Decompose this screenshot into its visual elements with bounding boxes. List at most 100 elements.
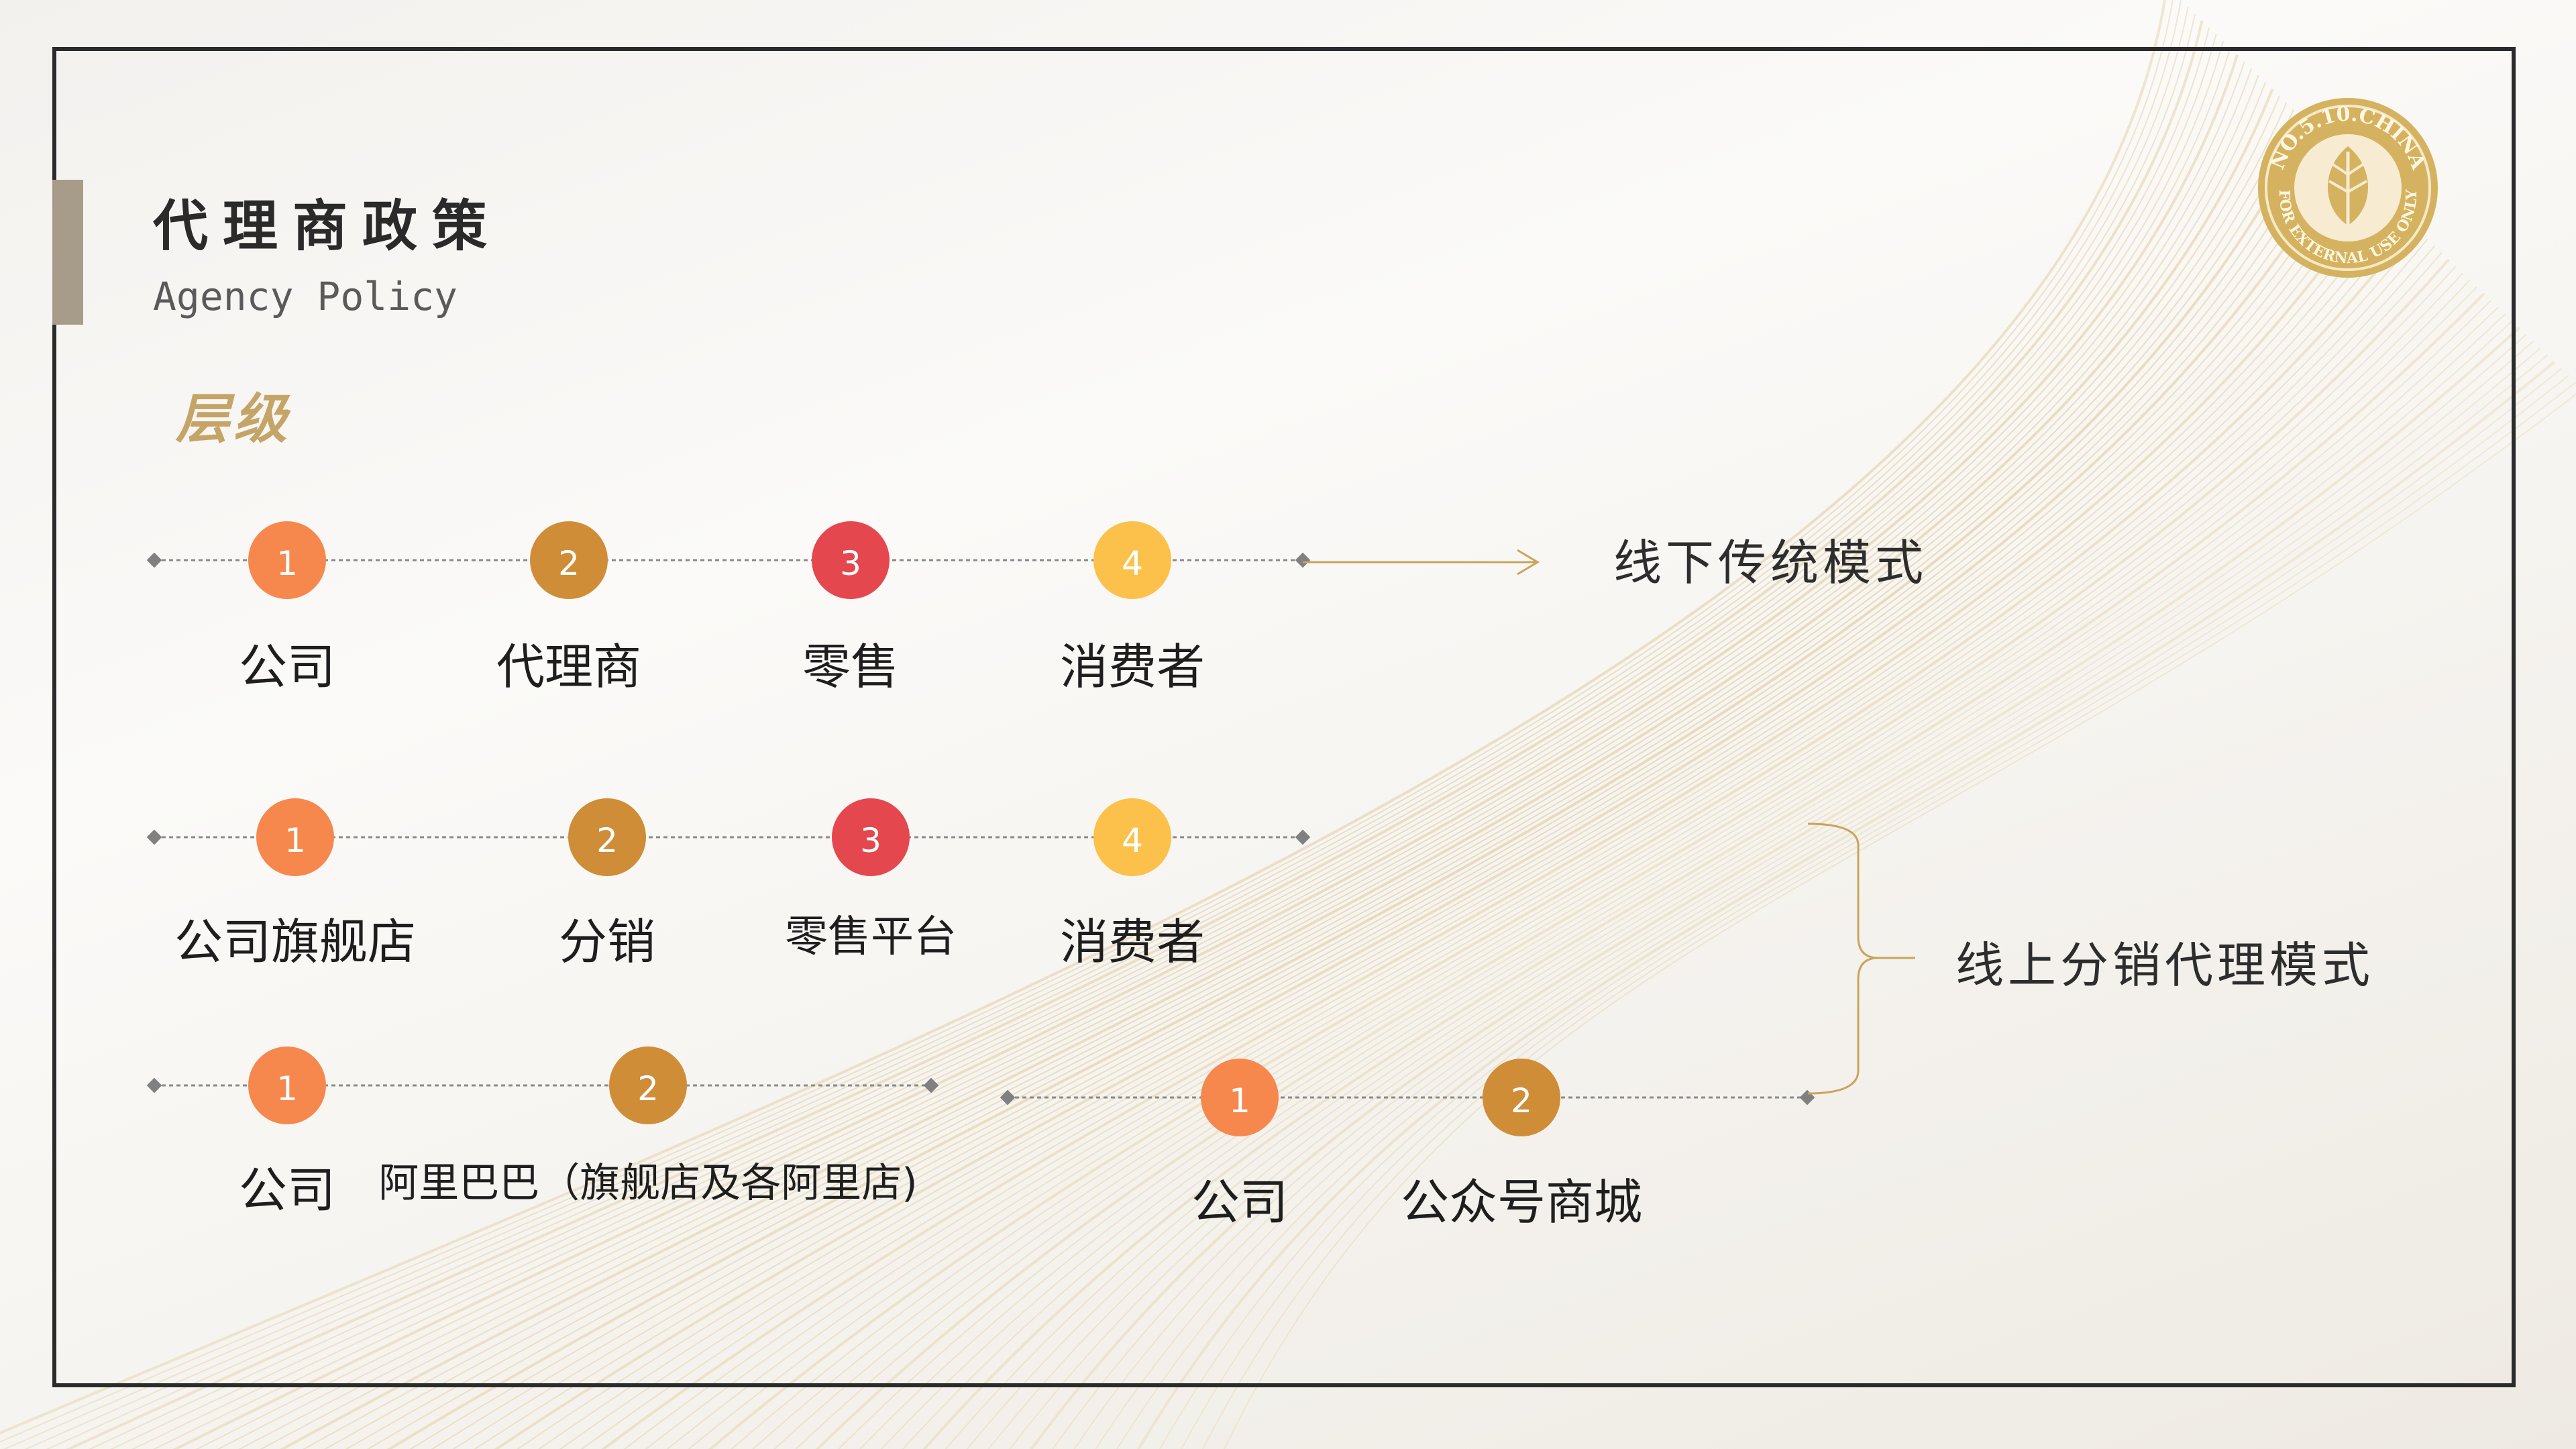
step-number: 2: [558, 544, 580, 583]
step-label: 消费者: [1059, 639, 1205, 695]
swirl-line: [1095, 347, 2541, 1449]
swirl-line: [922, 292, 2485, 1449]
step-circle: [1483, 1059, 1560, 1136]
line-endpoint-marker: [1000, 1089, 1016, 1106]
page-title: 代理商政策: [153, 194, 502, 258]
swirl-line: [987, 313, 2506, 1449]
swirl-line: [0, 0, 2174, 1443]
step-circle: [1093, 798, 1171, 876]
swirl-line: [195, 61, 2245, 1449]
swirl-line: [366, 115, 2302, 1449]
swirl-line: [837, 266, 2457, 1449]
arrow-head-icon: [1517, 549, 1540, 576]
swirl-line: [945, 300, 2492, 1449]
swirl-line: [280, 88, 2274, 1449]
line-endpoint-marker: [146, 829, 162, 845]
step-number: 2: [596, 821, 618, 860]
step-label: 零售: [802, 639, 900, 695]
swirl-line: [1116, 354, 2548, 1449]
swirl-line: [24, 7, 2189, 1449]
swirl-line: [1009, 320, 2513, 1449]
line-endpoint-marker: [923, 1077, 939, 1093]
step-label: 公众号商城: [1400, 1174, 1643, 1230]
swirl-line: [902, 286, 2478, 1449]
swirl-line: [46, 13, 2196, 1449]
swirl-line: [110, 34, 2217, 1449]
swirl-line: [494, 156, 2345, 1449]
online-brace: [1807, 822, 1879, 1095]
swirl-line: [217, 68, 2253, 1449]
swirl-line: [1073, 341, 2534, 1449]
swirl-line: [773, 245, 2436, 1449]
step-number: 1: [276, 544, 298, 583]
swirl-line: [645, 204, 2394, 1449]
swirl-line: [1052, 333, 2527, 1449]
swirl-line: [66, 20, 2204, 1449]
swirl-line: [731, 231, 2422, 1449]
swirl-line: [859, 272, 2464, 1449]
step-number: 1: [284, 821, 306, 860]
swirl-line: [303, 95, 2281, 1449]
swirl-line: [1180, 374, 2569, 1449]
swirl-line: [1201, 382, 2576, 1449]
swirl-line: [666, 211, 2400, 1449]
leaf-icon: [2328, 146, 2368, 225]
step-circle: [832, 798, 910, 876]
swirl-line: [386, 122, 2309, 1449]
line-endpoint-marker: [1295, 552, 1311, 568]
line-endpoint-marker: [146, 552, 162, 568]
swirl-line: [1159, 368, 2563, 1449]
step-label: 公司旗舰店: [174, 914, 417, 970]
swirl-line: [474, 150, 2337, 1449]
swirl-line: [1136, 360, 2556, 1449]
swirl-line: [0, 0, 2166, 1435]
swirl-line: [3, 0, 2182, 1449]
swirl-line: [966, 307, 2499, 1449]
swirl-line: [89, 27, 2210, 1449]
swirl-line: [580, 184, 2372, 1449]
step-circle: [248, 521, 326, 599]
step-circle: [1201, 1059, 1279, 1136]
swirl-line: [260, 82, 2267, 1449]
step-number: 3: [840, 544, 861, 583]
swirl-line: [152, 48, 2231, 1449]
swirl-line: [538, 170, 2358, 1449]
swirl-line: [409, 129, 2316, 1449]
line-endpoint-marker: [146, 1077, 162, 1093]
title-accent-bar: [52, 180, 83, 325]
step-circle: [1093, 521, 1171, 599]
swirl-line: [172, 54, 2239, 1449]
swirl-line: [795, 252, 2443, 1449]
step-label: 阿里巴巴（旗舰店及各阿里店): [378, 1160, 918, 1207]
step-circle: [568, 798, 646, 876]
swirl-line: [1030, 326, 2520, 1449]
swirl-line: [559, 177, 2365, 1449]
swirl-line: [238, 74, 2259, 1449]
step-label: 代理商: [496, 639, 642, 695]
step-circle: [248, 1046, 326, 1124]
step-number: 1: [276, 1069, 298, 1108]
step-label: 分销: [558, 914, 656, 970]
step-label: 零售平台: [785, 912, 957, 962]
step-number: 2: [1511, 1081, 1532, 1120]
step-label: 消费者: [1059, 914, 1205, 970]
swirl-line: [345, 109, 2295, 1449]
step-number: 4: [1122, 821, 1143, 860]
step-circle: [609, 1046, 687, 1124]
step-label: 公司: [238, 639, 336, 695]
online-mode-label: 线上分销代理模式: [1955, 937, 2375, 994]
step-number: 3: [860, 821, 881, 860]
swirl-line: [623, 197, 2386, 1449]
swirl-line: [815, 258, 2450, 1449]
step-label: 公司: [238, 1162, 336, 1218]
swirl-line: [752, 238, 2428, 1449]
step-label: 公司: [1191, 1174, 1289, 1230]
swirl-line: [517, 163, 2351, 1449]
swirl-line: [708, 224, 2415, 1449]
content-frame: [52, 47, 2516, 1387]
swirl-line: [1223, 393, 2576, 1449]
step-circle: [812, 521, 890, 599]
swirl-line: [880, 279, 2471, 1449]
